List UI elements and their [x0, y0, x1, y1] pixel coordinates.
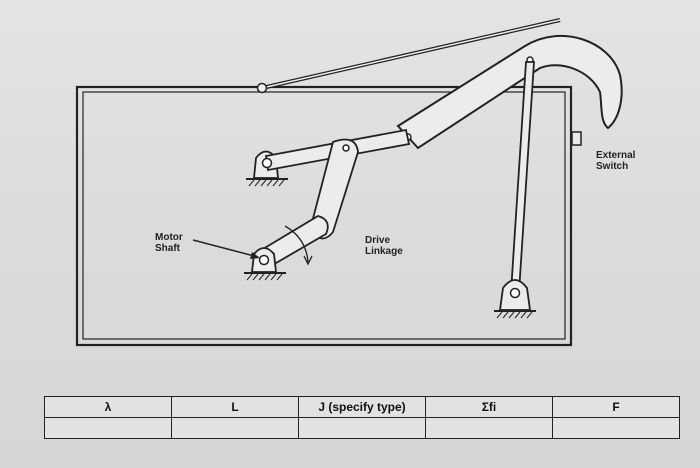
- enclosure-frame: [75, 85, 573, 347]
- answer-cell-sum-fi[interactable]: [425, 417, 553, 439]
- vertical-rod: [510, 61, 535, 293]
- header-links: L: [171, 396, 299, 418]
- header-joints: J (specify type): [298, 396, 426, 418]
- table-answer-row: [44, 417, 680, 439]
- motor-shaft-pin: [258, 254, 270, 266]
- answer-cell-lambda[interactable]: [44, 417, 172, 439]
- motor-ground-support: [244, 247, 286, 281]
- header-lambda: λ: [44, 396, 172, 418]
- header-mobility: F: [552, 396, 680, 418]
- header-sum-fi: Σfi: [425, 396, 553, 418]
- table-header-row: λ L J (specify type) Σfi F: [44, 396, 680, 418]
- answer-cell-joints[interactable]: [298, 417, 426, 439]
- upper-pivot-pin: [261, 157, 273, 169]
- answer-cell-links[interactable]: [171, 417, 299, 439]
- parameter-table: λ L J (specify type) Σfi F: [44, 396, 680, 439]
- long-rod: [256, 18, 561, 94]
- motor-shaft-leader: [192, 239, 260, 259]
- motor-shaft-label: Motor Shaft: [155, 232, 183, 254]
- external-switch-label: External Switch: [596, 150, 636, 172]
- drive-linkage-label: Drive Linkage: [365, 235, 403, 257]
- answer-cell-mobility[interactable]: [552, 417, 680, 439]
- rotation-arrow: [284, 225, 313, 266]
- right-ground-support: [494, 279, 536, 319]
- external-switch: [571, 131, 582, 146]
- lever-arm: [396, 34, 623, 150]
